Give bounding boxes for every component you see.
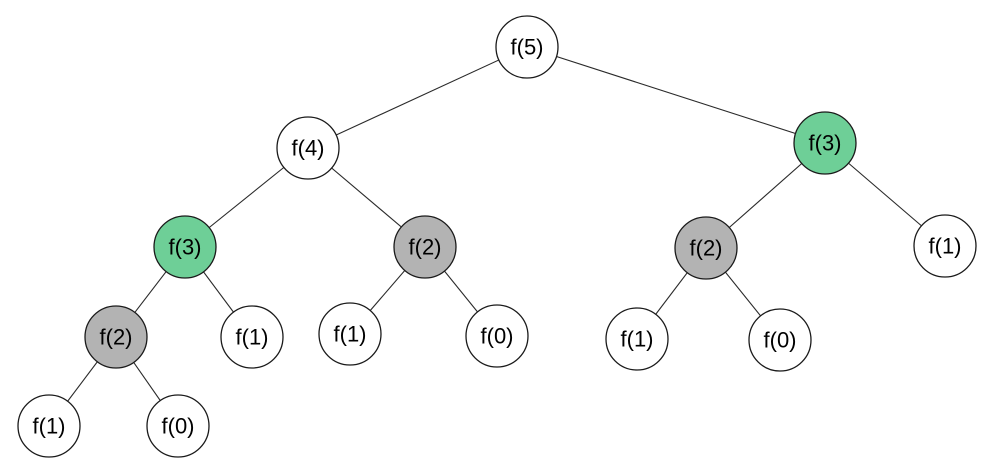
tree-node: f(1) [318,302,382,366]
tree-node: f(2) [84,305,148,369]
tree-node: f(0) [146,394,210,458]
tree-node-circle [393,215,457,279]
tree-node-circle [146,394,210,458]
tree-node: f(3) [793,111,857,175]
tree-node: f(2) [674,216,738,280]
tree-edge [307,46,528,149]
tree-node: f(4) [276,116,340,180]
tree-node-circle [674,216,738,280]
tree-node: f(0) [465,304,529,368]
tree-node: f(1) [220,305,284,369]
tree-node: f(0) [748,308,812,372]
tree-node: f(1) [913,214,977,278]
tree-node-circle [465,304,529,368]
tree-node-circle [17,394,81,458]
tree-node-circle [495,15,559,79]
tree-edge [526,46,826,144]
tree-node-circle [220,305,284,369]
node-layer: f(5)f(4)f(3)f(3)f(2)f(2)f(1)f(2)f(1)f(1)… [17,15,977,458]
tree-node-circle [84,305,148,369]
tree-node: f(3) [153,215,217,279]
tree-node-circle [748,308,812,372]
tree-node-circle [605,307,669,371]
tree-node-circle [276,116,340,180]
tree-node: f(1) [605,307,669,371]
tree-node-circle [793,111,857,175]
tree-node-circle [913,214,977,278]
tree-node: f(1) [17,394,81,458]
tree-node: f(5) [495,15,559,79]
tree-node: f(2) [393,215,457,279]
tree-node-circle [153,215,217,279]
tree-node-circle [318,302,382,366]
